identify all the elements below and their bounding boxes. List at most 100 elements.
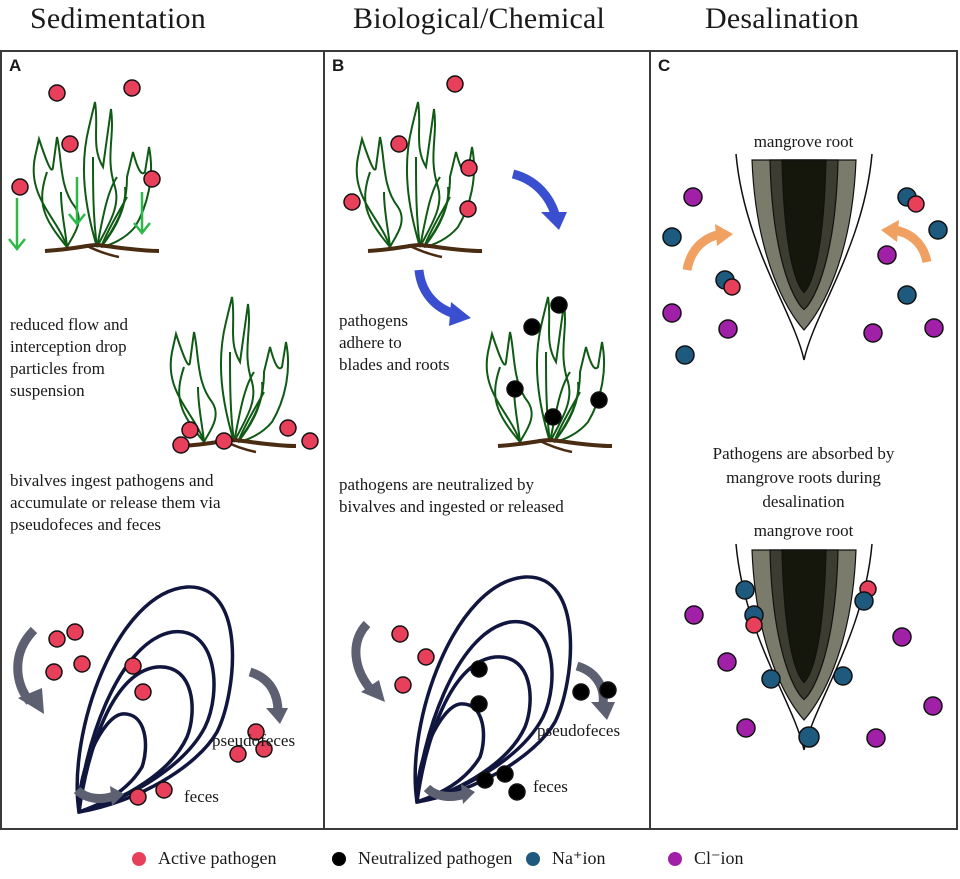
mussel-shell-contour	[415, 620, 554, 804]
active-pathogen-dot	[301, 432, 319, 450]
active-pathogen-dot	[143, 170, 161, 188]
legend-item-active-pathogen: Active pathogen	[132, 848, 276, 869]
neutralized-pathogen-dot	[506, 380, 524, 398]
active-pathogen-dot	[181, 421, 199, 439]
na-ion-dot	[928, 220, 948, 240]
cl-ion-dot	[662, 303, 682, 323]
na-ion-dot	[735, 580, 755, 600]
seagrass-blade	[219, 296, 255, 443]
seagrass-blade	[233, 371, 255, 443]
label-feces: feces	[184, 787, 219, 806]
feces-arrow-icon	[423, 784, 467, 801]
na-ion-dot-icon	[526, 851, 540, 866]
absorption-arrow-icon	[682, 229, 723, 272]
seagrass-blade	[100, 186, 127, 248]
seagrass-icon	[169, 296, 297, 454]
seagrass-blade	[364, 171, 391, 248]
neutralized-pathogen-dot	[496, 765, 514, 783]
panel-c-desalination: C mangrove root Pathogens are absorbed b…	[649, 50, 958, 830]
label-pseudofeces: pseudofeces	[212, 731, 296, 750]
caption-line: mangrove roots during	[726, 468, 881, 487]
active-pathogen-dot	[255, 740, 273, 758]
caption-line: suspension	[10, 381, 85, 400]
cl-ion-dot	[683, 187, 703, 207]
caption-line: blades and roots	[339, 355, 450, 374]
panel-c-illustration	[662, 153, 948, 751]
panel-letter: A	[9, 56, 22, 75]
seagrass-blade	[355, 135, 403, 248]
caption-line: bivalves and ingested or released	[339, 497, 564, 516]
feces-arrow-icon	[73, 786, 116, 803]
seagrass-blade	[405, 101, 441, 248]
panel-b-biological-chemical: B pathogens adhere to blades and roots p…	[323, 50, 651, 830]
seagrass-blade	[169, 330, 217, 443]
cl-ion-dot	[866, 728, 886, 748]
seagrass-blade	[82, 101, 118, 248]
seagrass-blade	[535, 296, 571, 443]
active-pathogen-dot	[247, 723, 265, 741]
legend-item-neutralized-pathogen: Neutralized pathogen	[332, 848, 512, 869]
legend-label: Cl⁻ion	[694, 848, 744, 868]
seagrass-root	[84, 243, 120, 259]
active-pathogen-dot	[123, 79, 141, 97]
caption-line: particles from	[10, 359, 105, 378]
cl-ion-dot	[717, 652, 737, 672]
absorption-arrow-icon-head	[715, 224, 733, 246]
neutralized-pathogen-dot	[470, 695, 488, 713]
active-pathogen-dot	[48, 84, 66, 102]
neutralized-pathogen-dot	[599, 681, 617, 699]
neutralized-pathogen-dot-icon	[332, 851, 346, 866]
flow-arrow-icon-head	[449, 302, 471, 326]
panel-b-illustration	[343, 75, 617, 805]
mussel-shell-contour	[75, 585, 235, 815]
na-ion-dot	[833, 666, 853, 686]
ingest-arrow-icon-head	[361, 680, 385, 702]
active-pathogen-dot	[48, 630, 66, 648]
panel-a-caption-flow: reduced flow and interception drop parti…	[10, 314, 128, 402]
active-pathogen-dot	[45, 663, 63, 681]
panel-b-caption-neutralized: pathogens are neutralized by bivalves an…	[339, 474, 564, 518]
feces-arrow-icon-head	[110, 786, 124, 806]
seagrass-blade	[383, 191, 391, 248]
settling-arrow-icon	[68, 177, 86, 227]
seagrass-root	[497, 437, 613, 448]
seagrass-blade	[415, 156, 421, 248]
seagrass-blade	[423, 186, 450, 248]
caption-line: accumulate or release them via	[10, 493, 221, 512]
cl-ion-dot	[718, 319, 738, 339]
caption-line: reduced flow and	[10, 315, 129, 334]
column-title-desalination: Desalination	[705, 2, 860, 35]
ingest-arrow-icon	[351, 620, 377, 696]
mangrove-root-label-top: mangrove root	[753, 132, 854, 151]
active-pathogen-dot	[11, 178, 29, 196]
column-title-sedimentation: Sedimentation	[30, 2, 206, 35]
na-ion-dot	[662, 227, 682, 247]
seagrass-icon	[355, 101, 483, 259]
pseudofeces-arrow-icon	[575, 661, 608, 705]
seagrass-root	[367, 242, 483, 253]
mussel-shell-contour	[413, 575, 573, 805]
pseudofeces-arrow-icon-head	[591, 702, 615, 720]
active-pathogen-dot	[129, 788, 147, 806]
seagrass-blade	[41, 171, 68, 248]
settling-arrow-icon	[8, 198, 26, 252]
cl-ion-dot	[684, 605, 704, 625]
panel-a-illustration	[8, 79, 319, 815]
panel-c-caption: Pathogens are absorbed by mangrove roots…	[651, 442, 956, 514]
absorption-arrow-icon	[892, 225, 932, 264]
active-pathogen-dot	[343, 193, 361, 211]
neutralized-pathogen-dot	[550, 296, 568, 314]
na-ion-dot	[798, 726, 820, 748]
seagrass-blade	[545, 351, 551, 443]
mussel-shell-contour	[415, 655, 532, 804]
active-pathogen-dot	[417, 648, 435, 666]
ingest-arrow-icon-head	[18, 688, 44, 714]
panel-b-caption-adhere: pathogens adhere to blades and roots	[339, 310, 449, 376]
neutralized-pathogen-dot	[508, 783, 526, 801]
cl-ion-dot	[924, 318, 944, 338]
active-pathogen-dot	[215, 432, 233, 450]
panel-letter: B	[332, 56, 345, 75]
caption-line: pathogens are neutralized by	[339, 475, 534, 494]
legend-label: Active pathogen	[158, 848, 277, 868]
panel-a-sedimentation: A reduced flow and interception drop par…	[0, 50, 325, 830]
